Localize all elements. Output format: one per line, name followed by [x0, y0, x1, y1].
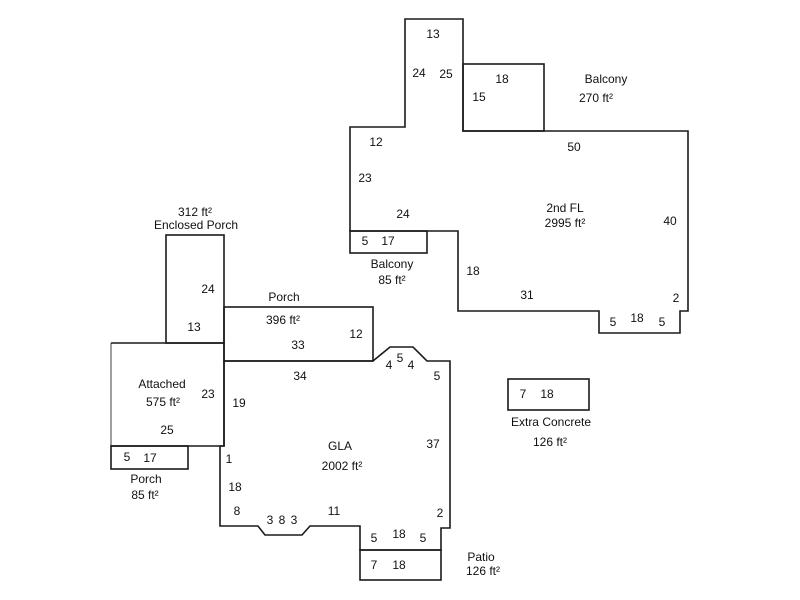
dim-label: 18: [495, 72, 509, 86]
attached-name: Attached: [138, 377, 186, 391]
gla-name: GLA: [327, 439, 353, 453]
dim-label: 13: [187, 320, 201, 334]
porch-small-name: Porch: [130, 472, 162, 486]
dim-label: 34: [293, 369, 307, 383]
dim-label: 18: [392, 558, 406, 572]
porch-main-area: 396 ft²: [265, 313, 301, 327]
dim-label: 5: [658, 315, 666, 329]
enclosed-porch-name: Enclosed Porch: [153, 218, 239, 232]
second-floor-name: 2nd FL: [546, 201, 584, 215]
patio-outline: [359, 549, 442, 581]
dim-label: 19: [232, 396, 246, 410]
dim-label: 12: [349, 327, 363, 341]
patio-area: 126 ft²: [465, 564, 501, 578]
dim-label: 8: [278, 513, 286, 527]
dim-label: 5: [361, 234, 369, 248]
dim-label: 18: [630, 311, 644, 325]
dim-label: 24: [412, 66, 426, 80]
second-floor-area: 2995 ft²: [544, 216, 586, 230]
dim-label: 7: [370, 558, 378, 572]
dim-label: 3: [290, 513, 298, 527]
dim-label: 25: [160, 423, 174, 437]
dim-label: 5: [123, 450, 131, 464]
balcony-upper-outline: [462, 63, 545, 132]
dim-label: 31: [520, 288, 534, 302]
dim-label: 8: [233, 504, 241, 518]
dim-label: 15: [472, 90, 486, 104]
dim-label: 23: [358, 171, 372, 185]
dim-label: 25: [439, 67, 453, 81]
dim-label: 5: [433, 369, 441, 383]
dim-label: 4: [407, 358, 415, 372]
dim-label: 12: [369, 135, 383, 149]
attached-area: 575 ft²: [145, 395, 181, 409]
dim-label: 18: [228, 480, 242, 494]
dim-label: 3: [266, 513, 274, 527]
dim-label: 40: [663, 214, 677, 228]
balcony-upper-area: 270 ft²: [578, 91, 614, 105]
dim-label: 7: [519, 387, 527, 401]
dim-label: 23: [201, 387, 215, 401]
extra-concrete-name: Extra Concrete: [510, 415, 592, 429]
dim-label: 50: [567, 140, 581, 154]
dim-label: 1: [225, 452, 233, 466]
balcony-upper-name: Balcony: [584, 72, 628, 86]
dim-label: 5: [609, 315, 617, 329]
dim-label: 2: [436, 506, 444, 520]
dim-label: 18: [466, 264, 480, 278]
dim-label: 37: [426, 437, 440, 451]
extra-concrete-area: 126 ft²: [532, 435, 568, 449]
balcony-lower-area: 85 ft²: [378, 273, 406, 287]
porch-small-area: 85 ft²: [131, 488, 159, 502]
dim-label: 33: [291, 338, 305, 352]
dim-label: 17: [143, 451, 157, 465]
gla-area: 2002 ft²: [321, 459, 363, 473]
extra-concrete-outline: [507, 378, 590, 411]
dim-label: 13: [426, 27, 440, 41]
dim-label: 24: [396, 207, 410, 221]
dim-label: 11: [327, 504, 341, 518]
balcony-lower-name: Balcony: [370, 257, 414, 271]
dim-label: 5: [396, 351, 404, 365]
enclosed-porch-area: 312 ft²: [177, 205, 213, 219]
dim-label: 24: [201, 282, 215, 296]
dim-label: 18: [540, 387, 554, 401]
dim-label: 5: [370, 531, 378, 545]
dim-label: 17: [381, 234, 395, 248]
dim-label: 18: [392, 527, 406, 541]
dim-label: 2: [672, 291, 680, 305]
patio-name: Patio: [467, 550, 495, 564]
porch-small-outline: [110, 445, 189, 470]
porch-main-name: Porch: [268, 290, 300, 304]
dim-label: 4: [385, 358, 393, 372]
dim-label: 5: [419, 531, 427, 545]
balcony-lower-outline: [349, 230, 428, 254]
